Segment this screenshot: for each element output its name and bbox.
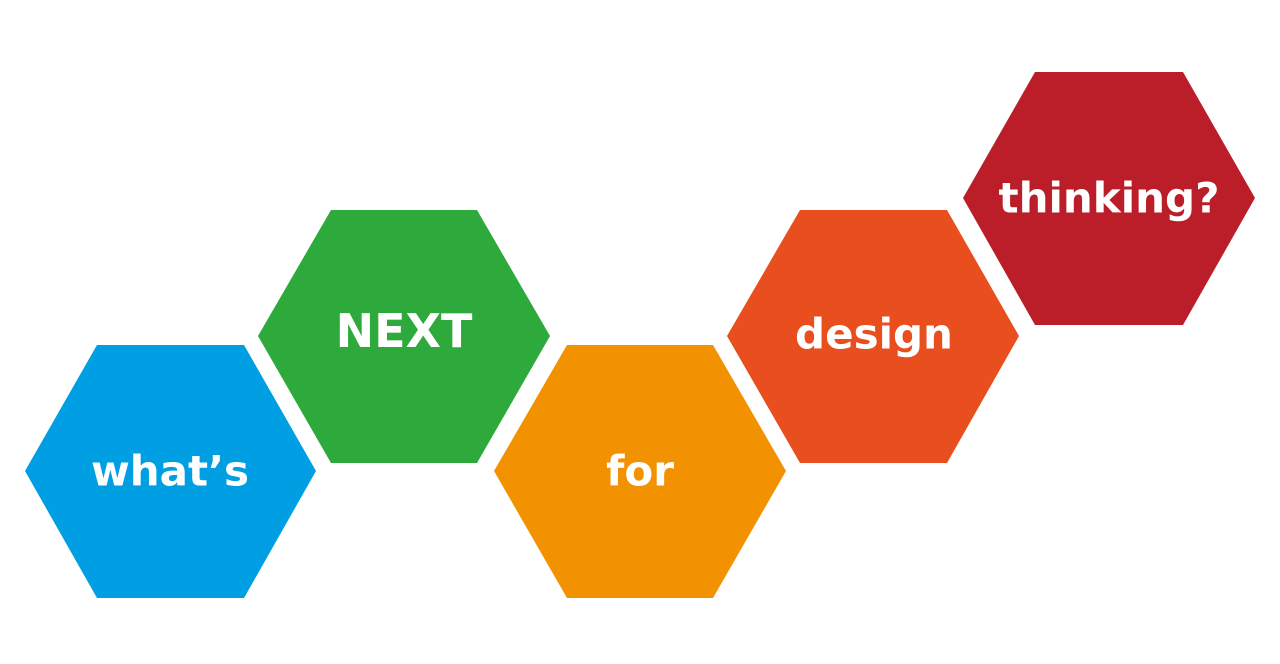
hexagon-shape: [727, 210, 1019, 463]
hexagon-design: design: [727, 210, 1019, 463]
hexagon-label: what’s: [91, 447, 249, 496]
hexagon-whats: what’s: [25, 345, 316, 598]
hexagon-shape: [25, 345, 316, 598]
hexagon-label: for: [606, 447, 674, 496]
hexagon-label: design: [795, 310, 953, 359]
hexagon-label: NEXT: [336, 304, 473, 358]
hexagon-thinking: thinking?: [963, 72, 1255, 325]
hexagon-shape: [963, 72, 1255, 325]
hexagon-shape: [258, 210, 550, 463]
hexagon-shape: [494, 345, 786, 598]
hexagon-label: thinking?: [999, 174, 1220, 223]
hexagon-for: for: [494, 345, 786, 598]
hexagon-next: NEXT: [258, 210, 550, 463]
